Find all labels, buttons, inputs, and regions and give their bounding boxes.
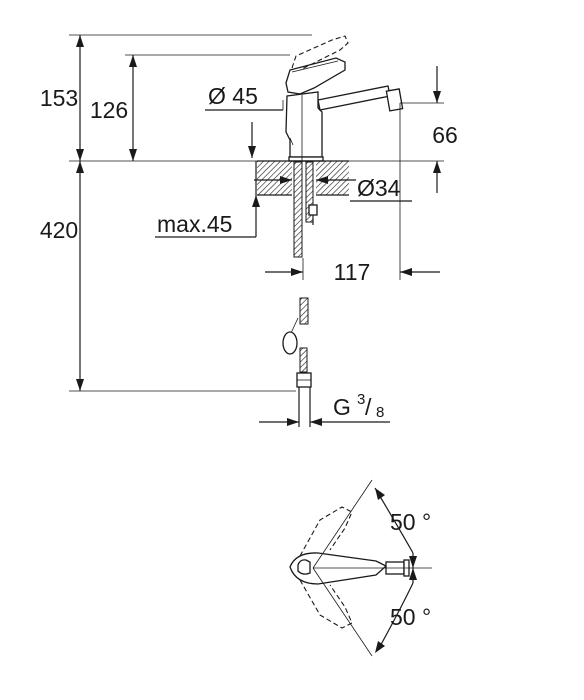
lever-top xyxy=(297,559,311,575)
top-view xyxy=(289,479,432,657)
dim-angle-down: 50 ° xyxy=(390,604,431,630)
lever-rotated-right xyxy=(299,579,353,629)
hose-left xyxy=(293,161,303,258)
dimension-lines xyxy=(69,34,444,426)
spray-head xyxy=(385,88,404,112)
hose-right xyxy=(305,161,314,223)
dim-thread-g: G xyxy=(333,394,351,420)
dim-diameter-34: Ø34 xyxy=(357,175,401,201)
dim-diameter-45: Ø 45 xyxy=(208,83,258,109)
lever-closed xyxy=(285,57,346,95)
dim-max-45: max.45 xyxy=(157,211,232,237)
dim-420: 420 xyxy=(40,217,78,243)
countertop-section xyxy=(257,160,349,196)
spout xyxy=(317,85,391,111)
tap-body xyxy=(285,91,323,158)
dim-66: 66 xyxy=(432,122,458,148)
side-view xyxy=(257,35,404,427)
dim-thread-slash: / xyxy=(365,394,372,420)
dim-117: 117 xyxy=(334,259,371,285)
dimension-labels: 153 126 Ø 45 66 Ø34 max.45 420 117 G 3 /… xyxy=(40,83,458,630)
dim-126: 126 xyxy=(90,97,128,123)
dim-angle-up: 50 ° xyxy=(390,509,431,535)
drain-weight xyxy=(282,331,298,355)
dim-thread-den: 8 xyxy=(376,404,384,421)
dim-thread-num: 3 xyxy=(357,391,365,408)
lever-rotated-left xyxy=(299,506,353,557)
lever-open-outline xyxy=(291,35,349,71)
dim-153: 153 xyxy=(40,85,78,111)
